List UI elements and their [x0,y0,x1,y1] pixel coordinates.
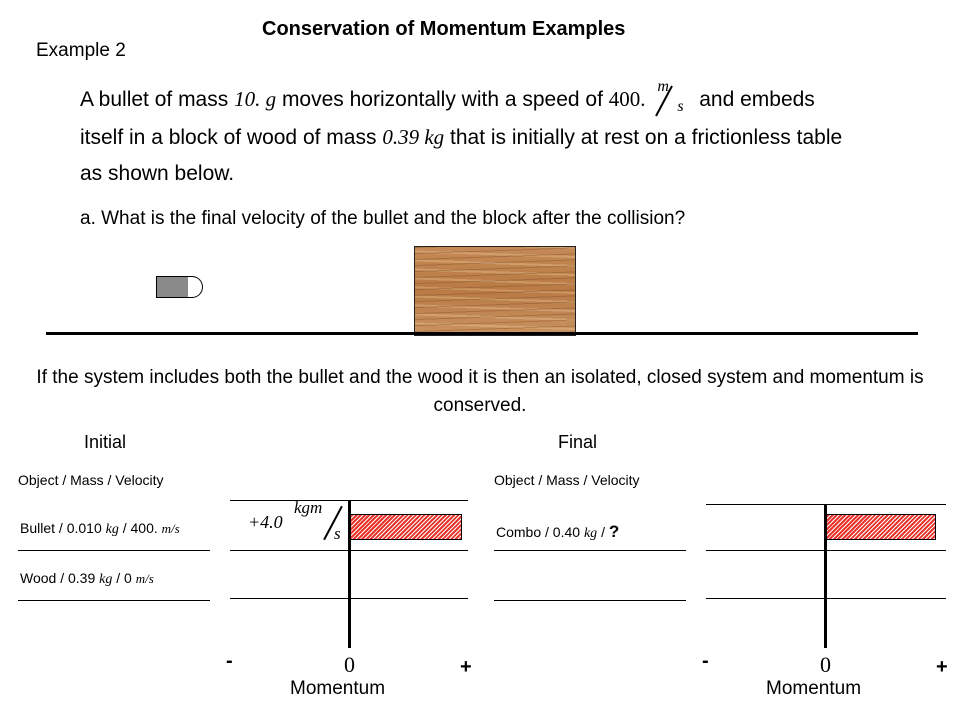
positive-sign: + [936,656,948,678]
momentum-value: +4.0 [248,512,283,532]
final-row-combo: Combo / 0.40 kg / ? [496,522,619,542]
problem-line-3: as shown below. [80,162,234,186]
initial-momentum-bar [350,514,462,540]
unknown-velocity: ? [608,522,620,541]
zero-label: 0 [820,652,831,677]
initial-row-bullet: Bullet / 0.010 kg / 400. m/s [20,520,180,538]
page-title: Conservation of Momentum Examples [262,18,626,40]
graph-zero-axis [348,500,351,648]
unit-numerator: m [657,78,669,95]
row-divider [494,550,686,551]
momentum-unit: kgm s [294,498,354,548]
problem-line-2: itself in a block of wood of mass 0.39 k… [80,125,842,150]
problem-text: as shown below. [80,162,235,185]
row-object: Wood / 0.39 [20,570,96,586]
final-heading: Final [558,432,598,452]
initial-row-wood: Wood / 0.39 kg / 0 m/s [20,570,154,588]
row-mass-unit: kg [583,526,598,541]
initial-momentum-label: +4.0 [248,512,283,533]
bullet-tip [188,276,203,298]
problem-text: A bullet of mass [80,88,229,111]
question-a: a. What is the final velocity of the bul… [80,208,686,229]
problem-text: that is initially at rest on a frictionl… [450,126,843,149]
initial-table-header: Object / Mass / Velocity [18,472,164,488]
initial-heading: Initial [84,432,127,452]
negative-sign: - [702,650,709,672]
example-label: Example 2 [36,40,126,61]
final-table-header: Object / Mass / Velocity [494,472,640,488]
negative-sign: - [226,650,233,672]
row-velocity-unit: m/s [161,521,180,536]
unit-denominator: s [677,98,684,115]
row-velocity: / 0 [116,570,132,586]
momentum-axis-label: Momentum [766,678,862,699]
system-explanation: If the system includes both the bullet a… [36,367,924,416]
wood-mass-value: 0.39 kg [382,125,445,149]
problem-text: and embeds [699,88,815,111]
bullet-mass-value: 10. g [234,87,277,111]
row-velocity: / 400. [122,520,158,536]
row-mass-unit: kg [99,572,113,587]
row-object: Combo / 0.40 [496,524,581,540]
bullet-illustration [156,276,193,298]
graph-zero-axis [824,504,827,648]
final-momentum-bar [826,514,936,540]
row-divider [494,600,686,601]
unit-numerator: kgm [294,498,323,517]
problem-text: moves horizontally with a speed of [281,88,603,111]
unit-denominator: s [334,524,341,543]
problem-line-1: A bullet of mass 10. g moves horizontall… [80,78,815,120]
problem-text: itself in a block of wood of mass [80,126,377,149]
zero-label: 0 [344,652,355,677]
speed-unit: m s [655,78,689,120]
wood-block-illustration [414,246,576,336]
row-velocity-unit: m/s [135,571,154,586]
row-mass-unit: kg [105,522,119,537]
row-velocity: / [601,524,605,540]
row-object: Bullet / 0.010 [20,520,102,536]
positive-sign: + [460,656,472,678]
momentum-axis-label: Momentum [290,678,386,699]
row-divider [18,550,210,551]
row-divider [18,600,210,601]
table-surface-line [46,332,918,335]
speed-value: 400. [608,87,646,111]
